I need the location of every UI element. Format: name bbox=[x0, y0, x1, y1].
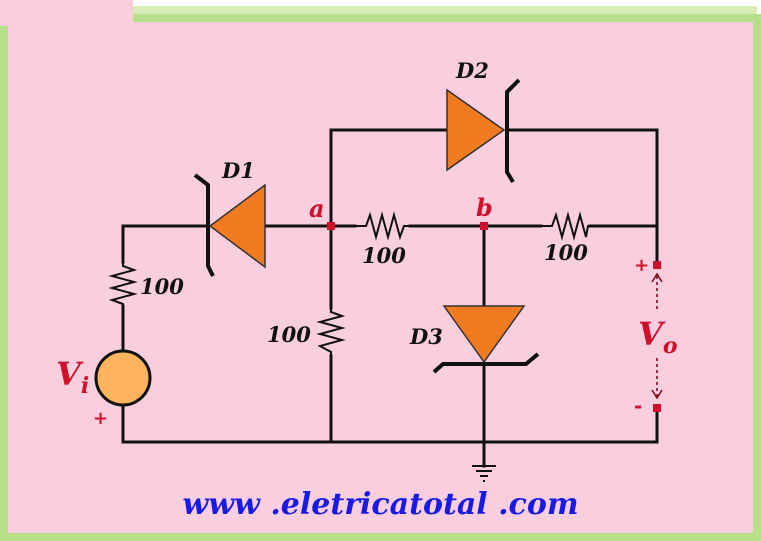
output-plus-sign: + bbox=[634, 255, 650, 276]
resistor-a-ground-label: 100 bbox=[267, 322, 311, 347]
output-minus-sign: - bbox=[634, 394, 643, 418]
footer-url: www .eletricatotal .com bbox=[182, 487, 579, 522]
diode-d2-label: D2 bbox=[456, 58, 489, 83]
wire-top-d2 bbox=[329, 128, 449, 228]
diode-d3-label: D3 bbox=[410, 324, 443, 349]
resistors bbox=[108, 211, 590, 356]
output-voltage-arrows bbox=[651, 272, 663, 400]
node-b-label: b bbox=[476, 193, 493, 222]
voltage-source bbox=[94, 349, 152, 407]
diode-d2-symbol bbox=[446, 78, 521, 184]
wire-left-bottom bbox=[121, 402, 659, 444]
wire-top-right bbox=[505, 128, 659, 267]
output-plus-terminal bbox=[653, 261, 661, 269]
node-a-label: a bbox=[309, 194, 325, 223]
diode-d1-label: D1 bbox=[222, 158, 255, 183]
node-a-dot bbox=[327, 222, 335, 230]
diode-d1-symbol bbox=[193, 173, 266, 277]
source-plus-sign: + bbox=[93, 408, 109, 429]
resistor-ab-label: 100 bbox=[362, 243, 406, 268]
diode-d3-symbol bbox=[432, 305, 540, 374]
node-b-dot bbox=[480, 222, 488, 230]
resistor-ab bbox=[355, 211, 410, 241]
source-voltage-label: Vi bbox=[56, 355, 90, 399]
resistor-a-ground bbox=[316, 308, 346, 356]
ground-symbol bbox=[472, 465, 496, 482]
resistor-b-out bbox=[541, 211, 590, 241]
output-voltage-label: Vo bbox=[638, 315, 678, 359]
resistor-source-label: 100 bbox=[140, 274, 184, 299]
output-minus-terminal bbox=[653, 404, 661, 412]
corner-patch bbox=[0, 0, 133, 26]
resistor-b-out-label: 100 bbox=[544, 240, 588, 265]
diagram-panel bbox=[0, 14, 761, 541]
wires bbox=[121, 128, 659, 468]
resistor-source bbox=[108, 262, 138, 306]
